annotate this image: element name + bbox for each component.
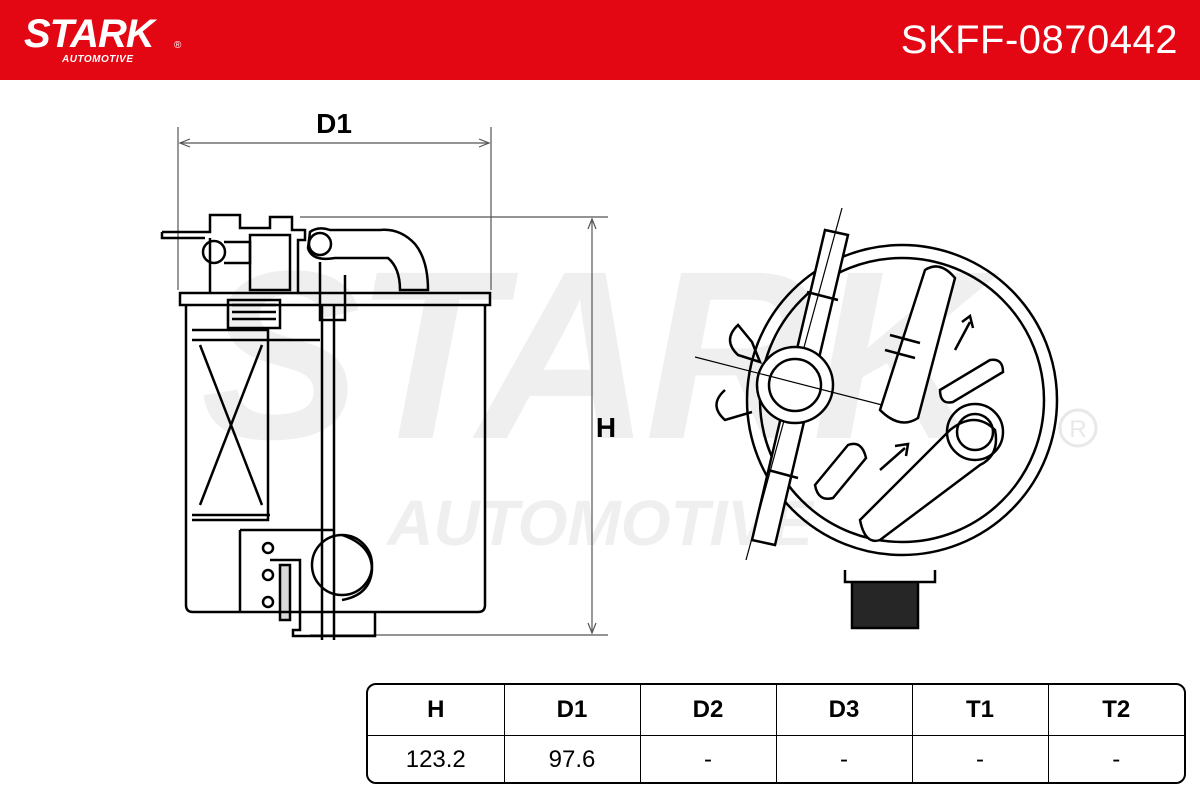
- d1-label: D1: [316, 108, 352, 139]
- brand-name: STARK: [24, 12, 155, 56]
- header-d1: D1: [503, 685, 640, 736]
- value-t2: -: [1047, 735, 1184, 782]
- value-d3: -: [775, 735, 912, 782]
- filter-side-view: [160, 213, 492, 640]
- brand-logo: STARK AUTOMOTIVE ®: [24, 12, 181, 65]
- h-label: H: [596, 412, 616, 443]
- table-header-row: H D1 D2 D3 T1 T2: [368, 685, 1184, 736]
- value-d2: -: [639, 735, 776, 782]
- header-bar: STARK AUTOMOTIVE ® SKFF-0870442: [0, 0, 1200, 80]
- header-h: H: [368, 685, 504, 736]
- dimension-d1: [177, 127, 492, 290]
- filter-top-view: [694, 207, 1059, 630]
- dimensions-table: H D1 D2 D3 T1 T2 123.2 97.6 - - - -: [366, 683, 1186, 784]
- header-t1: T1: [911, 685, 1048, 736]
- watermark-main: STARK: [201, 221, 1001, 489]
- table-row: 123.2 97.6 - - - -: [368, 735, 1184, 782]
- header-d3: D3: [775, 685, 912, 736]
- header-d2: D2: [639, 685, 776, 736]
- value-d1: 97.6: [503, 735, 640, 782]
- header-t2: T2: [1047, 685, 1184, 736]
- watermark-sub: AUTOMOTIVE: [385, 487, 815, 559]
- value-h: 123.2: [405, 745, 466, 773]
- brand-subtitle: AUTOMOTIVE: [62, 54, 134, 65]
- part-number: SKFF-0870442: [900, 18, 1178, 62]
- registered-mark-icon: ®: [174, 40, 182, 51]
- watermark-registered-icon: [1058, 408, 1098, 448]
- svg-text:R: R: [1069, 416, 1086, 443]
- value-t1: -: [911, 735, 1048, 782]
